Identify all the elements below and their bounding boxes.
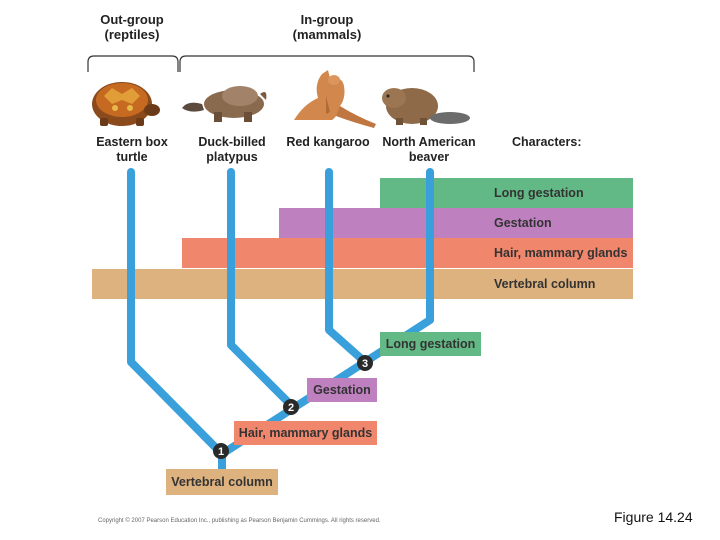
band-label-hair-mammary-glands: Hair, mammary glands <box>494 246 628 260</box>
taxon-name: Eastern box <box>96 135 168 149</box>
copyright-notice: Copyright © 2007 Pearson Education Inc.,… <box>98 518 381 524</box>
taxon-name: Red kangaroo <box>286 135 370 149</box>
platypus-illustration <box>182 86 267 122</box>
node-1-marker <box>213 443 229 459</box>
outgroup-subtitle: (reptiles) <box>104 27 160 42</box>
taxon-label-duck-billed-platypus: Duck-billed platypus <box>182 135 282 165</box>
taxon-name-line2: platypus <box>206 150 258 164</box>
node-label-hair-mammary-glands: Hair, mammary glands <box>234 421 377 445</box>
taxon-label-red-kangaroo: Red kangaroo <box>278 135 378 150</box>
group-brackets <box>87 55 475 128</box>
band-hair-mammary-glands <box>182 238 633 268</box>
branch-turtle <box>127 168 226 458</box>
band-label-vertebral-column: Vertebral column <box>494 277 596 291</box>
taxon-name-line2: turtle <box>116 150 148 164</box>
branch-platypus <box>227 168 295 409</box>
node-3-marker <box>357 355 373 371</box>
node-3-number: 3 <box>362 358 368 370</box>
ingroup-bracket <box>179 55 475 72</box>
beaver-illustration <box>382 88 470 125</box>
outgroup-title: Out-group <box>100 12 164 27</box>
characters-title: Characters: <box>512 135 582 149</box>
node-label-long-gestation: Long gestation <box>380 332 481 356</box>
node-2-number: 2 <box>288 402 294 414</box>
ingroup-title: In-group <box>300 12 354 27</box>
branch-kangaroo <box>325 168 369 366</box>
node-label-gestation: Gestation <box>307 378 377 402</box>
band-long-gestation <box>380 178 633 208</box>
ingroup-label: In-group (mammals) <box>270 12 384 42</box>
band-gestation <box>279 208 633 238</box>
node-markers: 3 2 1 <box>213 355 373 459</box>
figure-caption: Figure 14.24 <box>614 509 693 525</box>
band-label-long-gestation: Long gestation <box>494 186 584 200</box>
taxon-name-line2: beaver <box>408 150 450 164</box>
taxon-name: Duck-billed <box>198 135 266 149</box>
taxon-label-eastern-box-turtle: Eastern box turtle <box>82 135 182 165</box>
turtle-illustration <box>92 82 160 126</box>
outgroup-bracket <box>87 55 179 72</box>
node-1-number: 1 <box>218 446 224 458</box>
band-label-gestation: Gestation <box>494 216 552 230</box>
ingroup-subtitle: (mammals) <box>292 27 362 42</box>
outgroup-label: Out-group (reptiles) <box>80 12 184 42</box>
band-vertebral-column <box>92 269 633 299</box>
taxon-label-north-american-beaver: North American beaver <box>376 135 482 165</box>
taxon-name: North American <box>382 135 476 149</box>
node-2-marker <box>283 399 299 415</box>
kangaroo-illustration <box>294 70 376 128</box>
node-label-vertebral-column: Vertebral column <box>166 469 278 495</box>
